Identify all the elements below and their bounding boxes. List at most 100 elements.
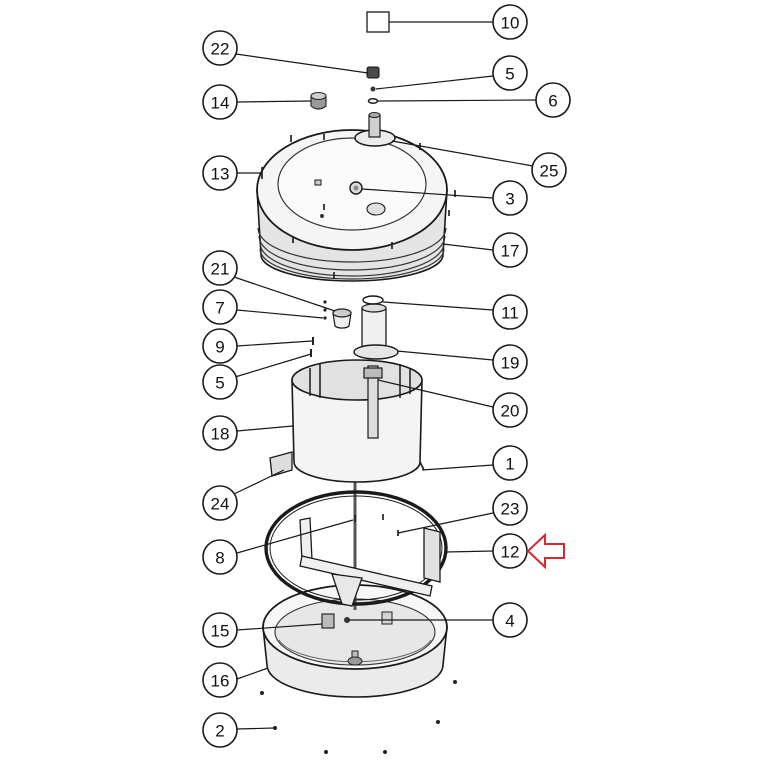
leader-line: [382, 301, 494, 311]
callout-number: 22: [211, 40, 230, 59]
part-2-dot: [383, 750, 387, 754]
hub-post-top: [368, 112, 381, 118]
callout-21: 21: [202, 250, 336, 312]
callout-13: 13: [202, 155, 262, 191]
callout-circle: [535, 82, 571, 118]
rod-collar: [363, 367, 383, 379]
callout-circle: [492, 55, 528, 91]
fitting-top: [310, 91, 327, 101]
callout-number: 20: [501, 402, 520, 421]
callout-number: 3: [505, 190, 514, 209]
part-1-mark: [419, 461, 425, 471]
callout-14: 14: [202, 84, 312, 120]
parts-drawing: [256, 11, 457, 754]
part-7-screw: [323, 316, 327, 320]
callout-22: 22: [202, 30, 369, 74]
callout-4: 4: [349, 602, 528, 638]
leader-line: [236, 727, 275, 730]
callout-20: 20: [377, 379, 528, 428]
leader-line: [397, 512, 494, 534]
part-6-washer: [367, 98, 379, 104]
leader-line: [233, 276, 336, 312]
column-flange: [353, 344, 399, 360]
callout-circle: [202, 539, 238, 575]
leader-line: [396, 350, 494, 361]
ring-inner: [269, 495, 443, 601]
part-23-blade: [423, 527, 441, 583]
column-top: [361, 303, 387, 313]
callout-number: 23: [501, 500, 520, 519]
leader-line: [234, 353, 312, 378]
grommet-hole: [353, 185, 359, 191]
callout-1: 1: [421, 445, 528, 481]
callout-circle: [492, 180, 528, 216]
paddle-foot: [331, 573, 363, 607]
callout-circle: [202, 712, 238, 748]
callout-number: 12: [501, 543, 520, 562]
leader-line: [361, 188, 494, 199]
callout-circle: [492, 602, 528, 638]
lid-slot: [314, 179, 322, 186]
callout-5-left: 5: [202, 353, 312, 400]
part-20-rod: [363, 365, 383, 439]
leader-line: [236, 340, 313, 347]
callout-circle: [202, 328, 238, 364]
callout-number: 13: [211, 165, 230, 184]
callout-2: 2: [202, 712, 275, 748]
callout-number: 21: [211, 260, 230, 279]
part-2-dot: [436, 720, 440, 724]
leader-line: [236, 667, 269, 680]
leader-line: [391, 140, 534, 167]
callout-circle: [492, 344, 528, 380]
part-2-dot: [324, 750, 328, 754]
housing-wall: [291, 379, 423, 483]
callout-number: 15: [211, 622, 230, 641]
part-18-housing: [291, 359, 425, 483]
callout-number: 1: [505, 455, 514, 474]
lid-rib: [259, 248, 445, 280]
callout-circle: [492, 232, 528, 268]
callout-18: 18: [202, 415, 294, 451]
callout-number: 14: [211, 94, 230, 113]
callout-number: 5: [215, 374, 224, 393]
callout-circle: [492, 392, 528, 428]
paddle-assembly: [299, 514, 441, 607]
callout-number: 10: [501, 14, 520, 33]
callout-circle: [492, 490, 528, 526]
lid-rib: [258, 235, 446, 271]
callout-number: 25: [540, 162, 559, 181]
base-clip: [381, 611, 393, 625]
callout-number: 17: [501, 242, 520, 261]
callout-circle: [202, 250, 238, 286]
lid-rib: [257, 227, 447, 263]
leader-line: [442, 243, 494, 251]
cup-top: [332, 308, 352, 318]
callout-circle: [202, 84, 238, 120]
callout-7: 7: [202, 289, 324, 325]
callout-17: 17: [442, 232, 528, 268]
left-arrow-outline-icon: [526, 532, 565, 570]
callout-5-right: 5: [375, 55, 528, 91]
callout-24: 24: [202, 469, 285, 521]
paddle-crossbar: [299, 555, 433, 597]
callout-number: 7: [215, 299, 224, 318]
part-5-screw-top: [370, 86, 376, 92]
part-22-nut: [366, 66, 380, 79]
callout-number: 9: [215, 338, 224, 357]
part-12-ring: [264, 490, 448, 606]
part-21-cup: [332, 308, 352, 329]
callout-15: 15: [202, 612, 323, 648]
leader-line: [236, 309, 324, 319]
part-2-dots: [260, 680, 457, 754]
part-2-dot: [453, 680, 457, 684]
callout-25: 25: [391, 140, 567, 188]
callout-circle: [202, 155, 238, 191]
part-15-fitting: [321, 613, 335, 629]
callout-circle: [531, 152, 567, 188]
callout-number: 24: [211, 495, 230, 514]
callouts-left: 22 14 13 21 7 9 5: [202, 30, 369, 748]
leader-line: [236, 623, 323, 631]
leader-line: [421, 464, 494, 471]
callout-number: 8: [215, 549, 224, 568]
